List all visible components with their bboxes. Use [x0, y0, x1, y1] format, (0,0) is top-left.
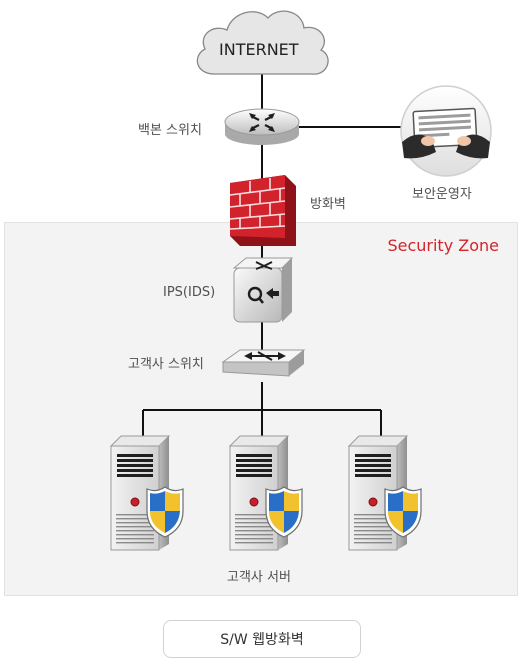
- security-operator-label: 보안운영자: [412, 187, 472, 202]
- caption-box: S/W 웹방화벽: [163, 620, 361, 658]
- ips-label: IPS(IDS): [163, 285, 216, 300]
- server-icon: [347, 435, 409, 551]
- security-zone-label: Security Zone: [387, 236, 499, 255]
- shield-icon: [384, 486, 422, 538]
- cloud-icon: [196, 10, 329, 75]
- shield-icon: [265, 486, 303, 538]
- caption-label: S/W 웹방화벽: [220, 632, 304, 648]
- server-group: [109, 435, 422, 551]
- switch-icon: [221, 349, 306, 377]
- customer-switch-label: 고객사 스위치: [128, 357, 204, 372]
- customer-servers-label: 고객사 서버: [227, 570, 291, 585]
- operator-laptop-icon: [400, 85, 492, 177]
- firewall-label: 방화벽: [310, 197, 346, 212]
- shield-icon: [146, 486, 184, 538]
- connection-lines: [142, 74, 402, 446]
- backbone-switch-label: 백본 스위치: [138, 123, 202, 138]
- ips-icon: [232, 257, 294, 323]
- internet-label: INTERNET: [219, 40, 299, 59]
- firewall-icon: [229, 175, 296, 246]
- router-icon: [224, 108, 300, 145]
